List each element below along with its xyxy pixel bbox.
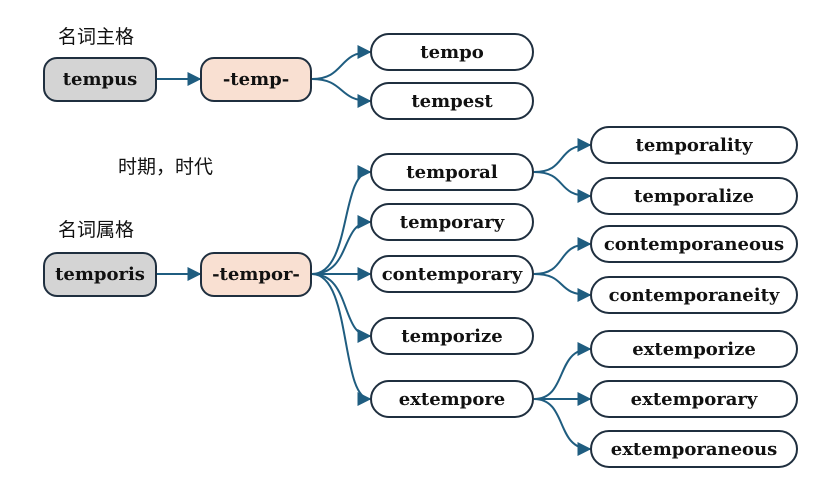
word-temporize: temporize [370, 317, 534, 355]
word-contemporary: contemporary [370, 255, 534, 293]
meaning-label: 时期，时代 [118, 156, 214, 178]
stem-tempor: -tempor- [200, 252, 312, 297]
word-contemporaneity: contemporaneity [590, 276, 798, 314]
root-tempus: tempus [43, 57, 157, 102]
word-tempo: tempo [370, 33, 534, 71]
arrow-tempor-to-temporal [311, 165, 372, 275]
arrow-extempore-to-extemporaneous [533, 398, 592, 456]
word-extemporary: extemporary [590, 380, 798, 418]
word-tempest: tempest [370, 82, 534, 120]
arrow-tempor-to-extempore [311, 273, 372, 406]
arrow-contemporary-to-contemporaneous [533, 237, 592, 275]
word-extempore: extempore [370, 380, 534, 418]
genitive-label: 名词属格 [58, 219, 135, 241]
word-extemporize: extemporize [590, 330, 798, 368]
stem-temp: -temp- [200, 57, 312, 102]
arrow-tempor-to-temporary [311, 215, 372, 275]
arrow-tempor-to-temporize [311, 273, 372, 343]
word-extemporaneous: extemporaneous [590, 430, 798, 468]
arrow-temp-to-tempo [311, 45, 372, 80]
word-temporal: temporal [370, 153, 534, 191]
word-contemporaneous: contemporaneous [590, 225, 798, 263]
word-temporalize: temporalize [590, 177, 798, 215]
word-temporary: temporary [370, 203, 534, 241]
root-temporis: temporis [43, 252, 157, 297]
word-temporality: temporality [590, 126, 798, 164]
nominative-label: 名词主格 [58, 26, 135, 48]
arrow-temporal-to-temporalize [533, 171, 592, 203]
arrow-temporal-to-temporality [533, 138, 592, 173]
arrow-contemporary-to-contemporaneity [533, 273, 592, 302]
arrow-temp-to-tempest [311, 78, 372, 108]
arrow-extempore-to-extemporize [533, 342, 592, 400]
